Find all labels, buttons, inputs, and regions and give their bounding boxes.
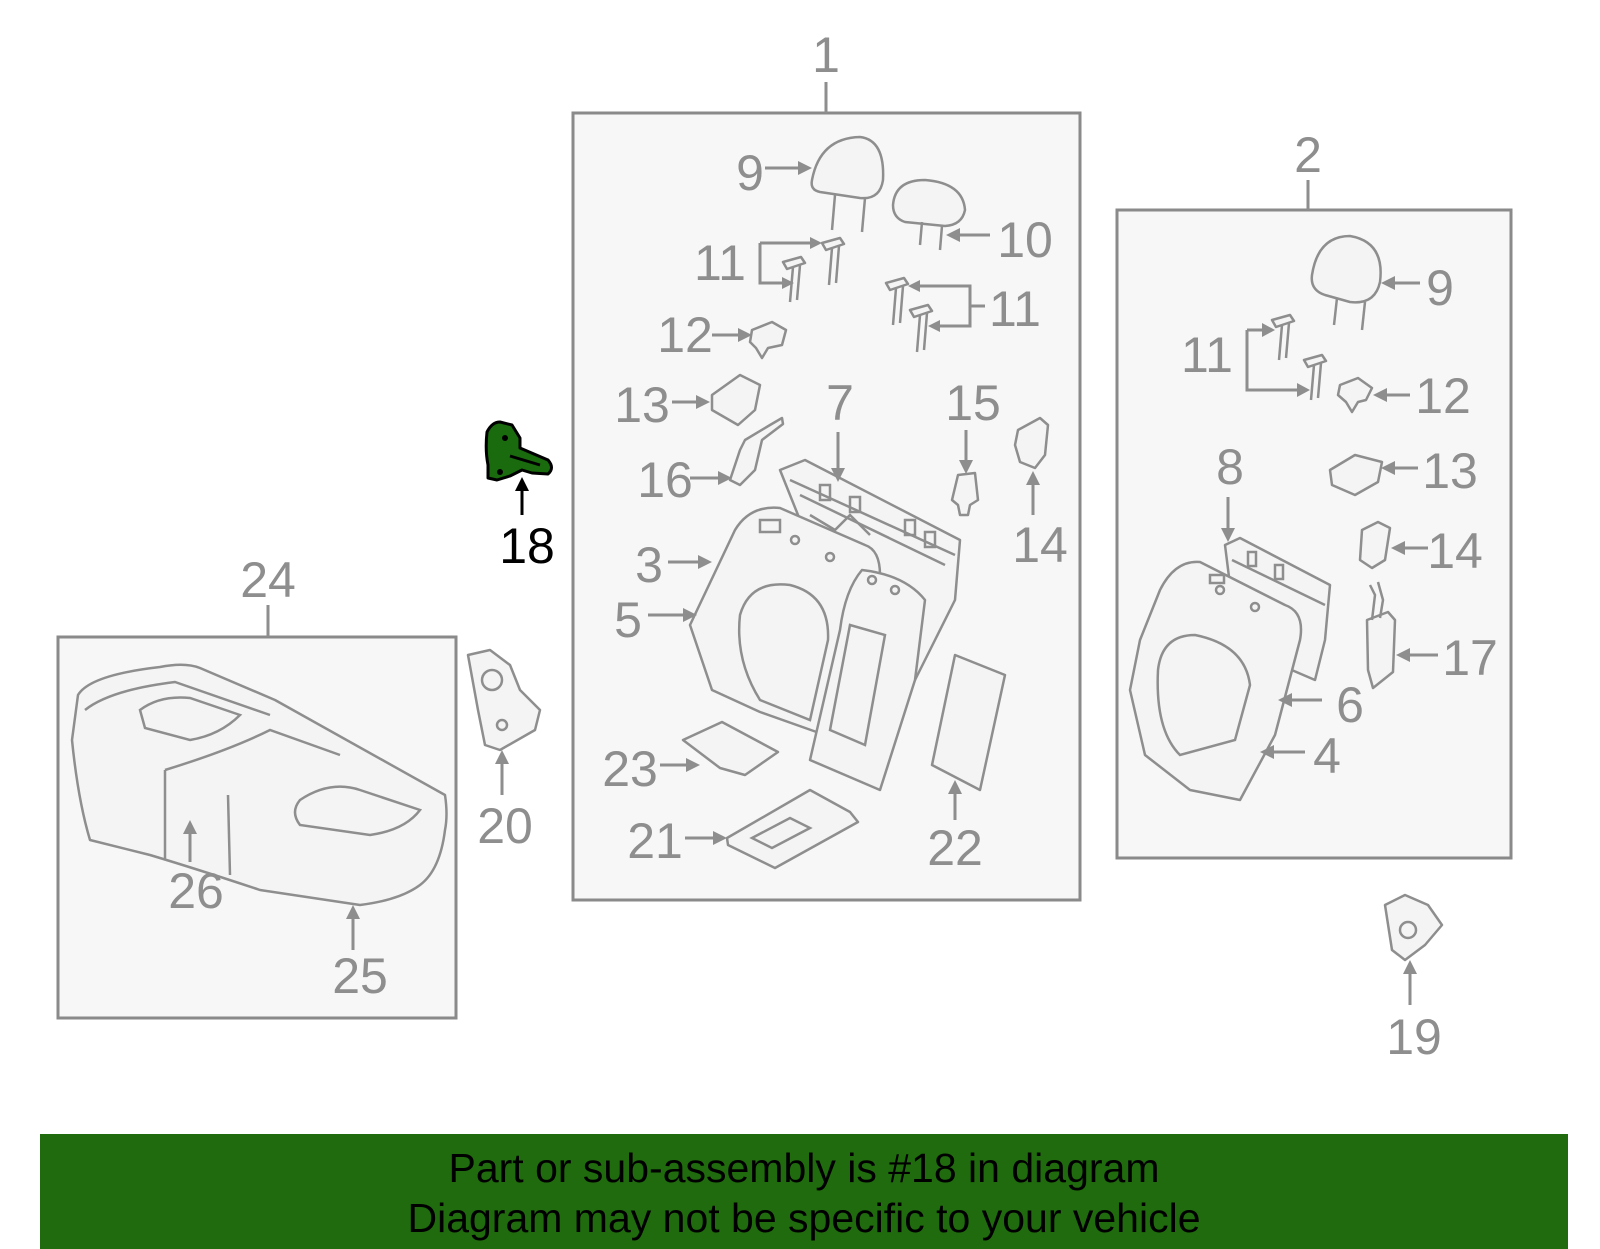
bezel-part[interactable] xyxy=(1358,520,1392,570)
pad-part[interactable] xyxy=(930,653,1007,792)
banner-line-disclaimer: Diagram may not be specific to your vehi… xyxy=(407,1195,1201,1241)
callout-13[interactable]: 13 xyxy=(1422,443,1478,499)
callout-8[interactable]: 8 xyxy=(1216,439,1244,495)
bezel-part[interactable] xyxy=(1328,453,1384,497)
headrest-part[interactable] xyxy=(810,135,885,233)
callout-12[interactable]: 12 xyxy=(1415,368,1471,424)
callout-16[interactable]: 16 xyxy=(637,452,693,508)
callout-11[interactable]: 11 xyxy=(989,281,1041,337)
banner-line-part-number: Part or sub-assembly is #18 in diagram xyxy=(448,1145,1160,1191)
callout-6[interactable]: 6 xyxy=(1336,677,1364,733)
callout-4[interactable]: 4 xyxy=(1313,728,1341,784)
seat-cushion-part[interactable] xyxy=(70,663,448,907)
seatback-cover-part[interactable] xyxy=(1128,560,1303,802)
callout-7[interactable]: 7 xyxy=(826,375,854,431)
callout-21[interactable]: 21 xyxy=(627,813,683,869)
headrest-guide-part[interactable] xyxy=(1270,313,1328,401)
latch-part[interactable] xyxy=(1365,581,1397,690)
headrest-part[interactable] xyxy=(1310,234,1382,331)
clip-part[interactable] xyxy=(748,320,788,360)
callout-11[interactable]: 11 xyxy=(694,235,746,291)
bezel-part[interactable] xyxy=(710,373,762,427)
bezel-part[interactable] xyxy=(1013,416,1050,470)
callout-14[interactable]: 14 xyxy=(1012,517,1068,573)
seatback-cover-part[interactable] xyxy=(688,506,927,792)
callout-15[interactable]: 15 xyxy=(945,375,1001,431)
callout-10[interactable]: 10 xyxy=(997,212,1053,268)
callout-23[interactable]: 23 xyxy=(602,741,658,797)
highlighted-part-18[interactable] xyxy=(484,420,553,482)
callout-13[interactable]: 13 xyxy=(614,377,670,433)
callout-3[interactable]: 3 xyxy=(635,537,663,593)
callout-17[interactable]: 17 xyxy=(1442,630,1498,686)
hinge-part[interactable] xyxy=(1383,893,1444,962)
bracket-part[interactable] xyxy=(681,720,780,777)
clip-part[interactable] xyxy=(950,471,980,517)
callout-20[interactable]: 20 xyxy=(477,798,533,854)
callout-18[interactable]: 18 xyxy=(499,518,555,574)
callout-2[interactable]: 2 xyxy=(1294,127,1322,183)
latch-part[interactable] xyxy=(728,416,785,487)
callout-14[interactable]: 14 xyxy=(1427,523,1483,579)
clip-part[interactable] xyxy=(1336,376,1374,414)
callout-9[interactable]: 9 xyxy=(1426,260,1454,316)
headrest-guide-part[interactable] xyxy=(781,236,846,303)
callout-11[interactable]: 11 xyxy=(1181,327,1233,383)
callout-25[interactable]: 25 xyxy=(332,948,388,1004)
hinge-part[interactable] xyxy=(466,648,542,752)
callout-24[interactable]: 24 xyxy=(240,552,296,608)
callout-19[interactable]: 19 xyxy=(1386,1009,1442,1065)
callout-9[interactable]: 9 xyxy=(736,145,764,201)
callout-26[interactable]: 26 xyxy=(168,863,224,919)
callout-12[interactable]: 12 xyxy=(657,307,713,363)
headrest-guide-part[interactable] xyxy=(884,276,934,353)
headrest-part[interactable] xyxy=(891,178,967,251)
callout-22[interactable]: 22 xyxy=(927,820,983,876)
callout-5[interactable]: 5 xyxy=(614,592,642,648)
armrest-part[interactable] xyxy=(725,788,860,870)
callout-1[interactable]: 1 xyxy=(812,27,840,83)
info-banner: Part or sub-assembly is #18 in diagram D… xyxy=(40,1134,1568,1249)
